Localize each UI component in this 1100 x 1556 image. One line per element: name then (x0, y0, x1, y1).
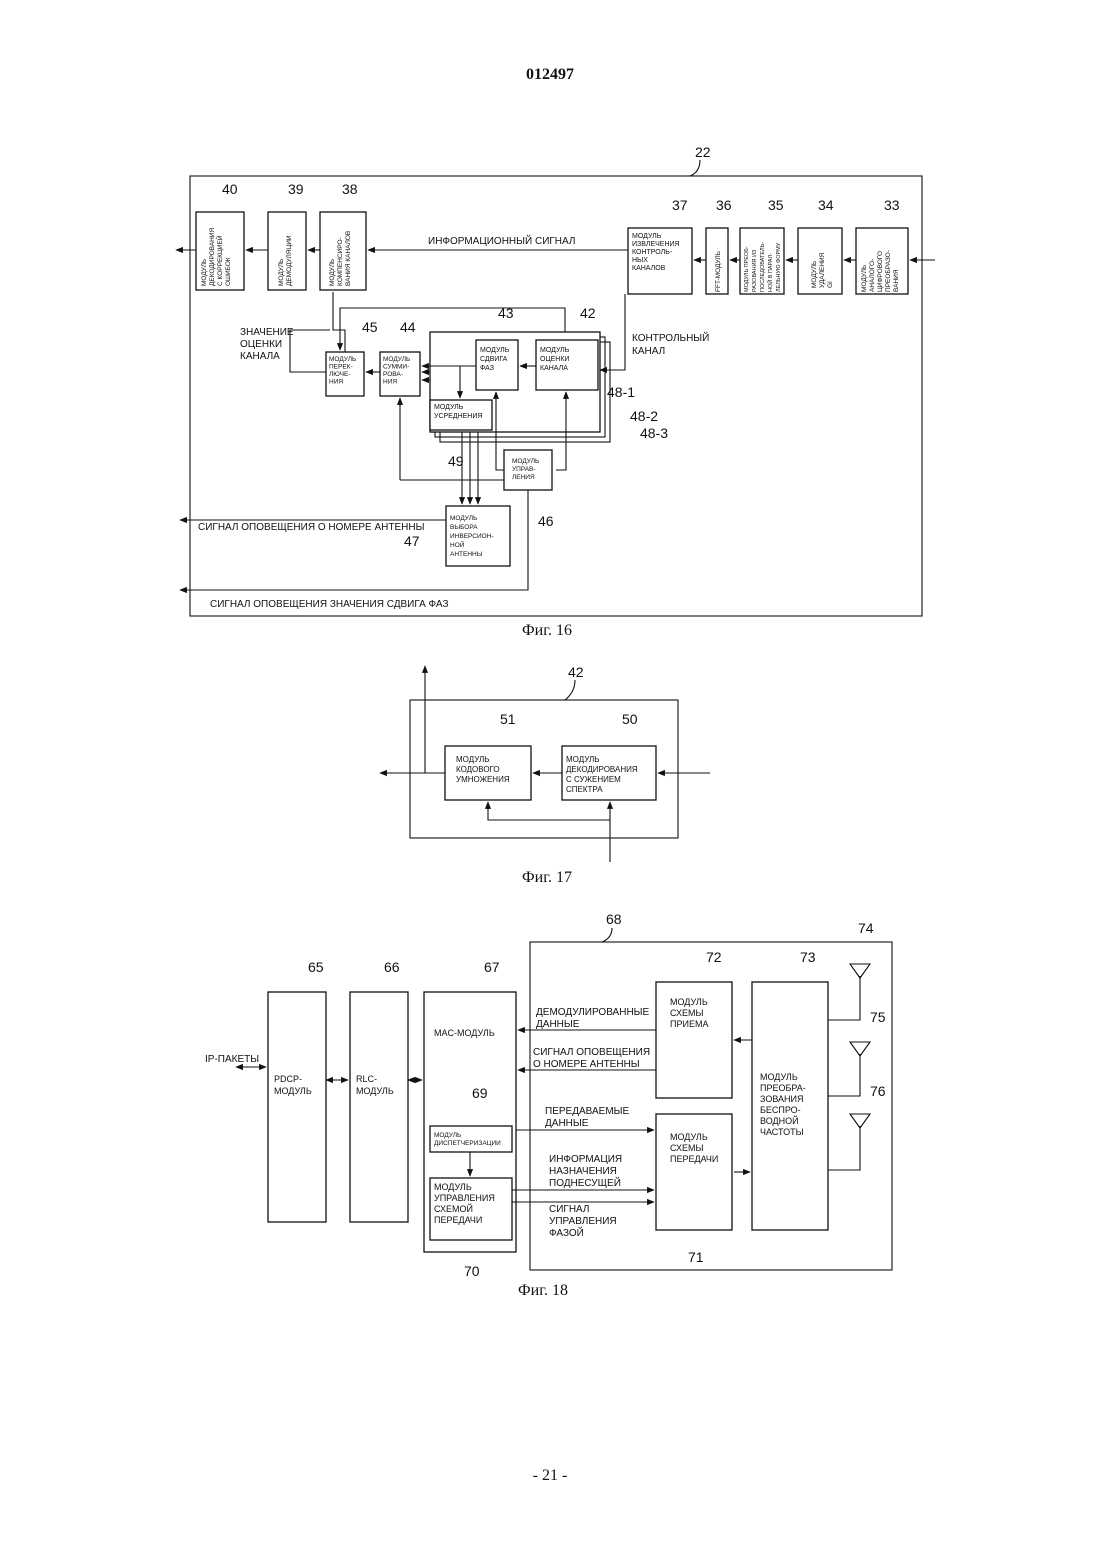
ref-34: 34 (818, 197, 834, 213)
fig16-phase-notify-label: СИГНАЛ ОПОВЕЩЕНИЯ ЗНАЧЕНИЯ СДВИГА ФАЗ (210, 599, 449, 610)
ref-48-1: 48-1 (607, 384, 635, 400)
fig17-ref-outer: 42 (568, 664, 584, 680)
block-67-label: MAC-МОДУЛЬ (434, 1028, 495, 1038)
block-39-label-line: ДЕМОДУЛЯЦИИ (286, 235, 293, 286)
ref-49: 49 (448, 453, 464, 469)
block-35-label-line: НОЙ В ПАРАЛ- (766, 253, 774, 292)
fig18-phase-control-label: СИГНАЛ УПРАВЛЕНИЯ ФАЗОЙ (549, 1204, 619, 1239)
ref-71: 71 (688, 1249, 704, 1265)
ref-37: 37 (672, 197, 688, 213)
ref-74: 74 (858, 920, 874, 936)
fig16-info-signal-label: ИНФОРМАЦИОННЫЙ СИГНАЛ (428, 234, 575, 247)
ref-73: 73 (800, 949, 816, 965)
fig18-ip-packets-label: IP-ПАКЕТЫ (205, 1054, 259, 1065)
ref-43: 43 (498, 305, 514, 321)
ref-36: 36 (716, 197, 732, 213)
block-40-label-line: ОШИБОК (225, 257, 232, 286)
block-35-label-line: РАЗОВАНИЯ ИЗ (752, 249, 758, 292)
ref-75: 75 (870, 1009, 886, 1025)
fig16-antenna-notify-label: СИГНАЛ ОПОВЕЩЕНИЯ О НОМЕРЕ АНТЕННЫ (198, 522, 425, 533)
ref-50: 50 (622, 711, 638, 727)
fig16-channel-estimate-label: ЗНАЧЕНИЕ ОЦЕНКИ КАНАЛА (240, 327, 296, 362)
block-35-label-line: ЛЕЛЬНУЮ ФОРМУ (776, 242, 782, 292)
fig18-tx-data-label: ПЕРЕДАВАЕМЫЕ ДАННЫЕ (545, 1106, 632, 1129)
fig18-demod-label: ДЕМОДУЛИРОВАННЫЕ ДАННЫЕ (536, 1007, 652, 1030)
ref-76: 76 (870, 1083, 886, 1099)
ref-72: 72 (706, 949, 722, 965)
ref-66: 66 (384, 959, 400, 975)
block-66-rlc (350, 992, 408, 1222)
figure-17: 42 МОДУЛЬКОДОВОГОУМНОЖЕНИЯ51МОДУЛЬДЕКОДИ… (380, 664, 710, 886)
ref-39: 39 (288, 181, 304, 197)
ref-67: 67 (484, 959, 500, 975)
ref-42: 42 (580, 305, 596, 321)
block-42-label: МОДУЛЬОЦЕНКИКАНАЛА (540, 347, 570, 372)
block-35-label-line: МОДУЛЬ ПРЕОБ- (744, 246, 750, 292)
ref-35: 35 (768, 197, 784, 213)
fig17-caption: Фиг. 17 (522, 869, 572, 886)
block-69-scheduling (430, 1126, 512, 1152)
figure-16: 22 МОДУЛЬДЕКОДИРОВАНИЯС КОРРЕКЦИЕЙОШИБОК… (176, 144, 935, 639)
block-40-label-line: С КОРРЕКЦИЕЙ (215, 235, 224, 286)
fig16-control-channel-label: КОНТРОЛЬНЫЙ КАНАЛ (632, 331, 712, 357)
ref-70: 70 (464, 1263, 480, 1279)
antenna-75-icon (828, 1042, 870, 1096)
block-33-label-line: ЦИФРОВОГО (877, 251, 884, 292)
ref-51: 51 (500, 711, 516, 727)
block-34-label-line: GI (827, 281, 834, 288)
ref-45: 45 (362, 319, 378, 335)
ref-38: 38 (342, 181, 358, 197)
ref-46: 46 (538, 513, 554, 529)
block-72-label: МОДУЛЬСХЕМЫПРИЕМА (670, 997, 708, 1029)
ref-48-3: 48-3 (640, 425, 668, 441)
page-number: - 21 - (0, 1467, 1100, 1485)
antenna-74-icon (828, 964, 870, 1020)
block-34-label-line: УДАЛЕНИЯ (819, 252, 826, 288)
ref-69: 69 (472, 1085, 488, 1101)
ref-44: 44 (400, 319, 416, 335)
ref-33: 33 (884, 197, 900, 213)
block-33-label-line: ПРЕОБРАЗО- (885, 250, 892, 292)
block-35-label-line: ПОСЛЕДОВАТЕЛЬ- (760, 242, 766, 292)
block-36-label-line: FFT-МОДУЛЬ (715, 251, 722, 292)
fig18-subcarrier-label: ИНФОРМАЦИЯ НАЗНАЧЕНИЯ ПОДНЕСУЩЕЙ (549, 1154, 625, 1189)
fig16-ref-outer: 22 (695, 144, 711, 160)
block-65-pdcp (268, 992, 326, 1222)
block-38-label-line: МОДУЛЬ (329, 259, 336, 286)
fig18-caption: Фиг. 18 (518, 1282, 568, 1299)
block-39-label-line: МОДУЛЬ (278, 259, 285, 286)
fig16-caption: Фиг. 16 (522, 622, 572, 639)
figure-18: 68 PDCP-МОДУЛЬRLC-МОДУЛЬMAC-МОДУЛЬМОДУЛЬ… (205, 911, 892, 1299)
fig18-ref-outer: 68 (606, 911, 622, 927)
block-33-label-line: ВАНИЯ (893, 269, 900, 292)
block-40-label-line: ДЕКОДИРОВАНИЯ (209, 227, 216, 286)
block-38-label-line: КОМПЕНСИРО- (337, 237, 344, 286)
ref-40: 40 (222, 181, 238, 197)
antenna-76-icon (828, 1114, 870, 1170)
block-38-label-line: ВАНИЯ КАНАЛОВ (345, 231, 352, 286)
block-34-label-line: МОДУЛЬ (811, 261, 818, 288)
ref-47: 47 (404, 533, 420, 549)
ref-65: 65 (308, 959, 324, 975)
ref-48-2: 48-2 (630, 408, 658, 424)
block-33-label-line: АНАЛОГО- (869, 259, 876, 292)
fig18-antenna-notify-label: СИГНАЛ ОПОВЕЩЕНИЯ О НОМЕРЕ АНТЕННЫ (533, 1047, 653, 1070)
block-40-label-line: МОДУЛЬ (201, 259, 208, 286)
block-33-label-line: МОДУЛЬ (861, 265, 868, 292)
